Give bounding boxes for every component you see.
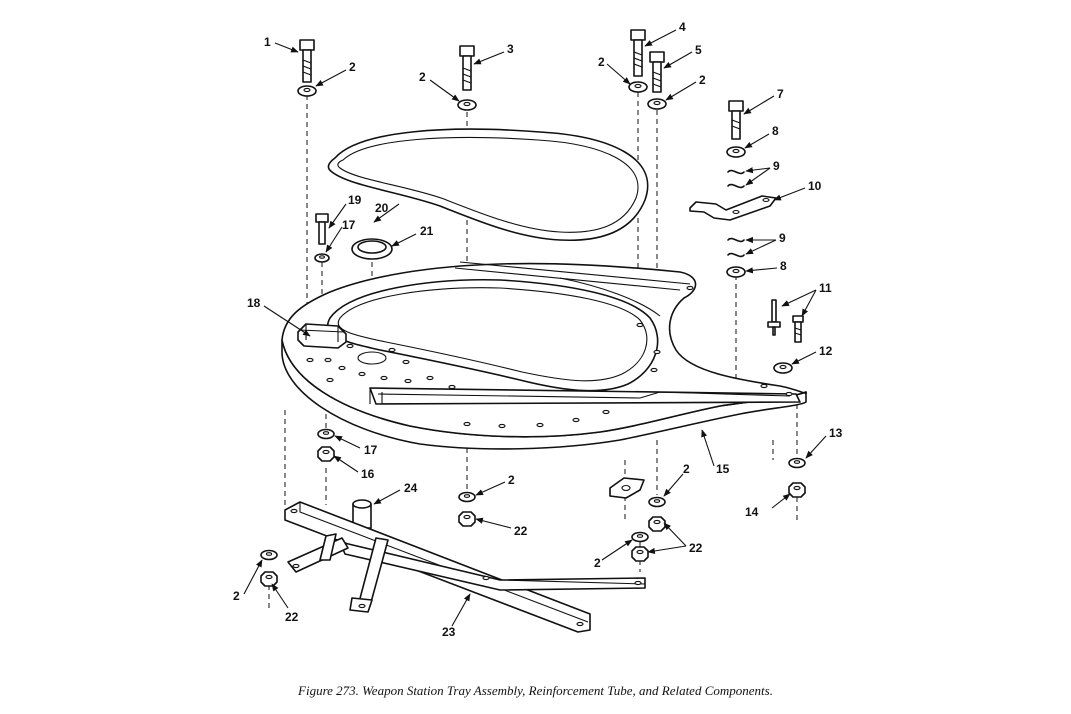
washer-17-lower [317, 428, 335, 440]
callout-23: 23 [442, 625, 456, 639]
callout-22: 22 [689, 541, 703, 555]
spring-clips-9-lower [727, 237, 745, 258]
callout-15: 15 [716, 462, 730, 476]
washer-top-3 [457, 99, 477, 111]
washer-2-center [458, 491, 476, 503]
callout-2: 2 [598, 55, 605, 69]
washer-8-upper [726, 146, 746, 158]
nut-22-center [458, 511, 476, 527]
washer-8-lower [726, 266, 746, 278]
callout-18: 18 [247, 296, 261, 310]
bracket-18 [297, 323, 347, 349]
bolt-4 [630, 29, 646, 77]
callout-11: 11 [819, 281, 832, 295]
washer-top-5 [647, 98, 667, 110]
callout-1: 1 [264, 35, 271, 49]
callout-2: 2 [233, 589, 240, 603]
reinforcement-tube-23 [284, 501, 646, 633]
callout-7: 7 [777, 87, 784, 101]
tray-assembly-15 [281, 261, 808, 450]
callout-20: 20 [375, 201, 389, 215]
bolt-19 [315, 213, 329, 245]
callout-3: 3 [507, 42, 514, 56]
callout-22: 22 [285, 610, 299, 624]
callout-2: 2 [594, 556, 601, 570]
washer-2-left [260, 549, 278, 561]
callout-2: 2 [419, 70, 426, 84]
nut-16 [317, 446, 335, 462]
nut-22-right-lower [631, 546, 649, 562]
washer-13 [788, 457, 806, 469]
washer-17-upper [314, 253, 330, 263]
bolt-3 [459, 45, 475, 91]
callout-19: 19 [348, 193, 362, 207]
clip-bracket [609, 477, 645, 499]
gasket-20 [327, 128, 649, 242]
callout-17: 17 [342, 218, 356, 232]
callout-12: 12 [819, 344, 833, 358]
callout-16: 16 [361, 467, 375, 481]
leader-lines [243, 29, 827, 627]
callout-5: 5 [695, 43, 702, 57]
callout-8: 8 [780, 259, 787, 273]
callout-9: 9 [779, 231, 786, 245]
spring-clips-9-upper [727, 169, 745, 189]
callout-2: 2 [683, 462, 690, 476]
washer-12 [773, 362, 793, 374]
callout-2: 2 [508, 473, 515, 487]
callout-8: 8 [772, 124, 779, 138]
bolt-7 [728, 100, 744, 140]
bolt-5 [649, 51, 665, 93]
callout-21: 21 [420, 224, 434, 238]
callout-2: 2 [699, 73, 706, 87]
callout-13: 13 [829, 426, 843, 440]
bolt-1 [299, 39, 315, 83]
ring-21 [351, 238, 393, 260]
callout-22: 22 [514, 524, 528, 538]
callout-9: 9 [773, 159, 780, 173]
callout-17: 17 [364, 443, 378, 457]
callout-2: 2 [349, 60, 356, 74]
spacer-24 [352, 499, 372, 529]
callout-14: 14 [745, 505, 759, 519]
callout-4: 4 [679, 20, 686, 34]
washer-2-right [648, 496, 666, 508]
washer-2-lower-right [631, 531, 649, 543]
figure-caption: Figure 273. Weapon Station Tray Assembly… [298, 683, 773, 698]
nut-22-left [260, 571, 278, 587]
nut-22-right-upper [648, 516, 666, 532]
bracket-10 [689, 195, 777, 221]
fasteners-11 [767, 299, 804, 343]
washer-top-1 [297, 85, 317, 97]
callout-24: 24 [404, 481, 418, 495]
nut-14 [788, 482, 806, 498]
callout-10: 10 [808, 179, 822, 193]
callout-labels: 1 2 3 2 4 2 5 2 7 8 9 10 9 8 19 17 20 21… [233, 20, 843, 639]
washer-top-4 [628, 81, 648, 93]
